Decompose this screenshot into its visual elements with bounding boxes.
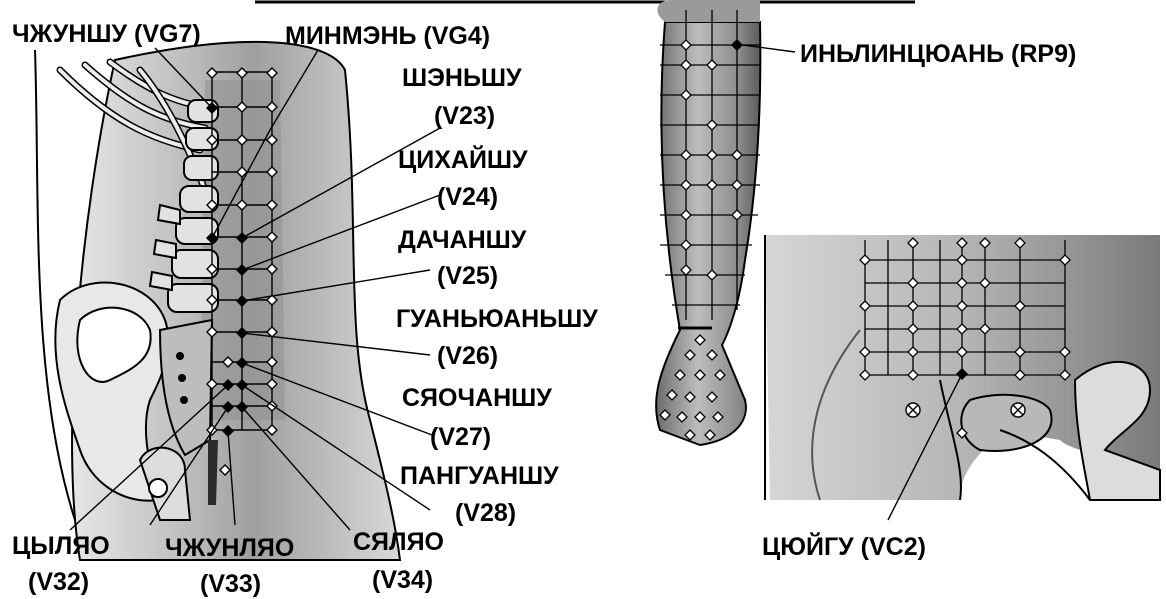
- label-qihaishu-code: (V24): [437, 185, 498, 210]
- label-pangguangshu-name: ПАНГУАНШУ: [400, 464, 559, 489]
- label-shenshu-code: (V23): [434, 104, 495, 129]
- label-zhongliao-code: (V33): [200, 572, 261, 597]
- label-xialiao-code: (V34): [372, 568, 433, 593]
- label-guanyuanshu-code: (V26): [437, 344, 498, 369]
- label-guanyuanshu-name: ГУАНЬЮАНЬШУ: [396, 307, 598, 332]
- label-zhongliao-name: ЧЖУНЛЯО: [165, 536, 294, 561]
- label-mingmen: МИНМЭНЬ (VG4): [285, 24, 490, 49]
- label-ciliao-code: (V32): [28, 570, 89, 595]
- label-shenshu-name: ШЭНЬШУ: [402, 66, 522, 91]
- label-zhongshu: ЧЖУНШУ (VG7): [12, 22, 201, 47]
- pelvis-panel: [765, 235, 1160, 520]
- label-ciliao-name: ЦЫЛЯО: [12, 534, 110, 559]
- label-xiaochangshu-name: СЯОЧАНШУ: [402, 386, 552, 411]
- label-dachangshu-code: (V25): [437, 264, 498, 289]
- label-qugu: ЦЮЙГУ (VC2): [762, 535, 926, 560]
- label-pangguangshu-code: (V28): [455, 501, 516, 526]
- label-xialiao-name: СЯЛЯО: [353, 530, 444, 555]
- label-dachangshu-name: ДАЧАНШУ: [398, 228, 526, 253]
- label-yinlingquan: ИНЬЛИНЦЮАНЬ (RP9): [800, 42, 1076, 67]
- back-panel: [35, 42, 440, 560]
- label-qihaishu-name: ЦИХАЙШУ: [398, 148, 528, 173]
- label-xiaochangshu-code: (V27): [430, 425, 491, 450]
